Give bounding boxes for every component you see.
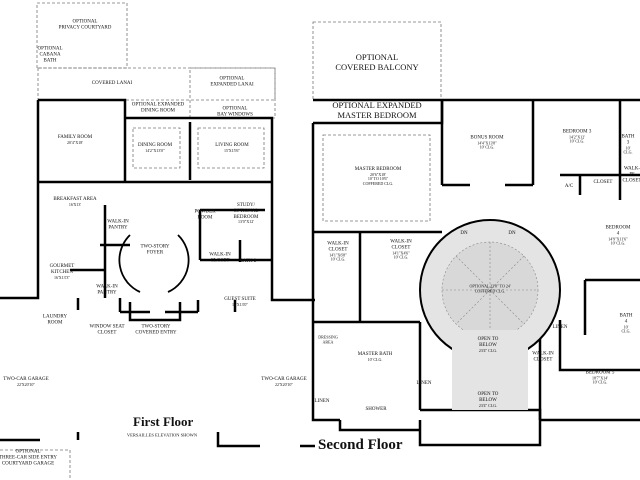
room-label: LINEN xyxy=(416,381,432,387)
room-label: OPTIONAL COVERED BALCONY xyxy=(335,52,419,72)
room-label: OPTIONAL BAY WINDOWS xyxy=(217,106,253,117)
room-label: OPTIONAL EXPANDED LANAI xyxy=(210,76,254,87)
room-label: SHOWER xyxy=(365,407,387,413)
stair-label: DN xyxy=(508,231,516,237)
room-label: WALK-IN PANTRY xyxy=(107,219,129,230)
room-label: LINEN xyxy=(552,325,568,331)
open-to-below-area xyxy=(452,330,528,410)
room-label: OPTIONAL PRIVACY COURTYARD xyxy=(58,19,112,30)
room-label: WALK-IN CLOSET xyxy=(622,166,640,183)
room-label: WALK-IN PANTRY xyxy=(96,284,118,295)
coffered-ceiling-spokes xyxy=(442,242,538,338)
room-label: TWO-STORY COVERED ENTRY xyxy=(135,324,177,335)
room-label: OPTIONAL 23'0" TO 24' COFFERED CLG. xyxy=(469,283,511,293)
room-label: LAUNDRY ROOM xyxy=(42,314,68,325)
first-floor-subtitle: VERSAILLES ELEVATION SHOWN xyxy=(126,432,198,438)
room-label: WALK-IN CLOSET xyxy=(532,351,554,362)
room-label: A/C xyxy=(564,184,574,190)
first-floor-walls xyxy=(0,98,315,448)
room-label: CLOSET xyxy=(593,180,613,186)
second-floor-walls xyxy=(311,98,640,447)
room-label: COVERED LANAI xyxy=(91,81,133,87)
second-floor-title: Second Floor xyxy=(318,437,403,453)
room-label: POWDER ROOM xyxy=(194,209,216,220)
room-label: LINEN xyxy=(314,399,330,405)
room-label: OPTIONAL THREE-CAR SIDE ENTRY COURTYARD … xyxy=(0,449,58,466)
first-floor-stairs xyxy=(118,234,190,293)
first-floor-title: First Floor xyxy=(133,414,194,429)
room-label: WALK-IN CLOSET xyxy=(209,252,231,263)
room-label: BATH 2 xyxy=(239,259,257,265)
room-label: WINDOW SEAT CLOSET xyxy=(89,324,125,335)
stair-label: DN xyxy=(460,231,468,237)
room-label: OPTIONAL EXPANDED DINING ROOM xyxy=(131,102,185,113)
room-label: DRESSING AREA xyxy=(318,334,338,344)
room-label: OPTIONAL EXPANDED MASTER BEDROOM xyxy=(332,100,422,120)
room-label: OPTIONAL CABANA BATH xyxy=(37,46,63,63)
room-label: TWO-STORY FOYER xyxy=(140,244,170,255)
